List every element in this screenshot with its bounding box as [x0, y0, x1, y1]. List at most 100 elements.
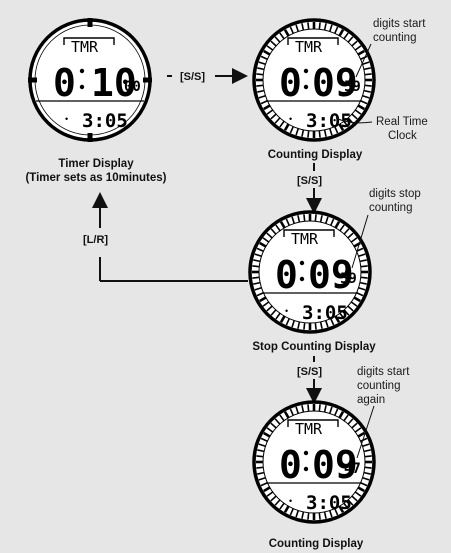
bezel-tick — [289, 408, 294, 416]
bezel-tick — [307, 130, 310, 138]
bezel-tick — [297, 215, 301, 223]
bezel-tick — [283, 123, 290, 131]
bezel-tick — [362, 443, 370, 448]
bezel-tick — [254, 286, 262, 291]
bezel-tick — [323, 405, 327, 413]
bezel-tick — [330, 218, 335, 226]
bezel-tick — [253, 259, 261, 263]
bezel-tick — [364, 84, 372, 87]
timer-seconds: 00 — [124, 79, 141, 95]
bezel-tick — [343, 414, 349, 422]
mode-label: TMR — [291, 230, 319, 248]
bezel-tick — [295, 406, 300, 414]
bezel-tick — [279, 120, 285, 128]
bezel-tick — [266, 427, 274, 433]
clock-indicator: • — [289, 114, 292, 124]
bezel-tick — [283, 505, 290, 513]
bezel-tick — [307, 512, 310, 520]
bezel-tick — [328, 406, 333, 414]
bezel-tick — [307, 404, 310, 412]
timer-minutes: 09 — [308, 253, 354, 297]
bezel-tick — [262, 237, 270, 243]
bezel-tick — [334, 408, 339, 416]
bezel-tick — [252, 265, 260, 268]
bezel-tick — [354, 109, 362, 115]
bezel-tick — [328, 24, 333, 32]
bezel-tick — [314, 214, 317, 222]
caption-counting-display-again: Counting Display — [269, 538, 364, 550]
bezel-tick — [253, 281, 261, 285]
bezel-tick — [274, 117, 281, 124]
bezel-tick — [343, 502, 349, 510]
bezel-tick — [291, 216, 296, 224]
timer-seconds: 59 — [344, 79, 361, 95]
bezel-tick — [343, 120, 349, 128]
annotation-real-time-line2: Clock — [388, 130, 417, 142]
bezel-tick — [295, 24, 300, 32]
bezel-tick — [295, 510, 300, 518]
bezel-tick — [357, 49, 365, 56]
bezel-tick — [270, 113, 277, 120]
bezel-tick — [263, 486, 271, 493]
bezel-tick — [360, 276, 368, 279]
timer-hours: 0 — [279, 61, 302, 105]
bezel-tick — [343, 32, 349, 40]
timer-hours: 0 — [53, 61, 76, 105]
bezel-tick — [270, 495, 277, 502]
bezel-tick — [323, 129, 327, 137]
bezel-tick — [351, 422, 358, 429]
bezel-tick — [257, 471, 265, 475]
bezel-tick — [328, 128, 333, 136]
timer-seconds: 59 — [340, 271, 357, 287]
bezel-tick — [256, 455, 264, 458]
bezel-tick — [338, 411, 345, 419]
bezel-tick — [351, 113, 358, 120]
ss-button-label-1: [S/S] — [180, 71, 205, 83]
lr-button-label: [L/R] — [83, 234, 108, 246]
mode-label: TMR — [71, 38, 99, 56]
timer-minutes: 10 — [91, 61, 137, 105]
bezel-tick — [259, 296, 267, 303]
bezel-tick — [343, 228, 350, 235]
watch-timer-display: TMR 0 10 00 • 3:05 — [28, 18, 152, 142]
bezel-tick — [339, 312, 345, 320]
bezel-tick — [260, 437, 268, 442]
bezel-tick — [357, 431, 365, 438]
bezel-tick — [334, 508, 339, 516]
bezel-tick — [358, 286, 366, 291]
bezel-tick — [257, 449, 265, 453]
bezel-tick — [274, 36, 281, 43]
bezel-tick — [275, 312, 281, 320]
bezel-tick — [266, 491, 274, 497]
bezel-tick — [270, 422, 277, 429]
bezel-tick — [363, 471, 371, 475]
clock-indicator: • — [289, 496, 292, 506]
bezel-tick — [347, 232, 354, 239]
bezel-tick — [279, 221, 286, 229]
bezel-tick — [362, 476, 370, 481]
bezel-tick — [347, 418, 354, 425]
bezel-tick — [289, 508, 294, 516]
bezel-tick — [353, 296, 361, 303]
bezel-tick — [339, 224, 345, 232]
bezel-tick — [266, 45, 274, 51]
bezel-tick — [301, 129, 305, 137]
bezel-tick — [362, 94, 370, 99]
bezel-tick — [301, 23, 305, 31]
timer-minutes: 09 — [312, 443, 358, 487]
bezel-tick — [324, 320, 329, 328]
bezel-tick — [358, 253, 366, 258]
bezel-tick — [295, 128, 300, 136]
bezel-tick — [359, 281, 367, 285]
bezel-tick — [363, 67, 371, 71]
bezel-tick — [270, 309, 277, 316]
bezel-tick — [347, 36, 354, 43]
clock-time: 3:05 — [82, 110, 128, 132]
clock-time: 3:05 — [306, 492, 352, 514]
bezel-tick — [338, 505, 345, 513]
bezel-tick — [334, 26, 339, 34]
bezel-tick — [364, 466, 372, 469]
bezel-tick — [364, 73, 372, 76]
bezel-tick — [360, 55, 368, 60]
ss-button-label-3: [S/S] — [297, 366, 322, 378]
